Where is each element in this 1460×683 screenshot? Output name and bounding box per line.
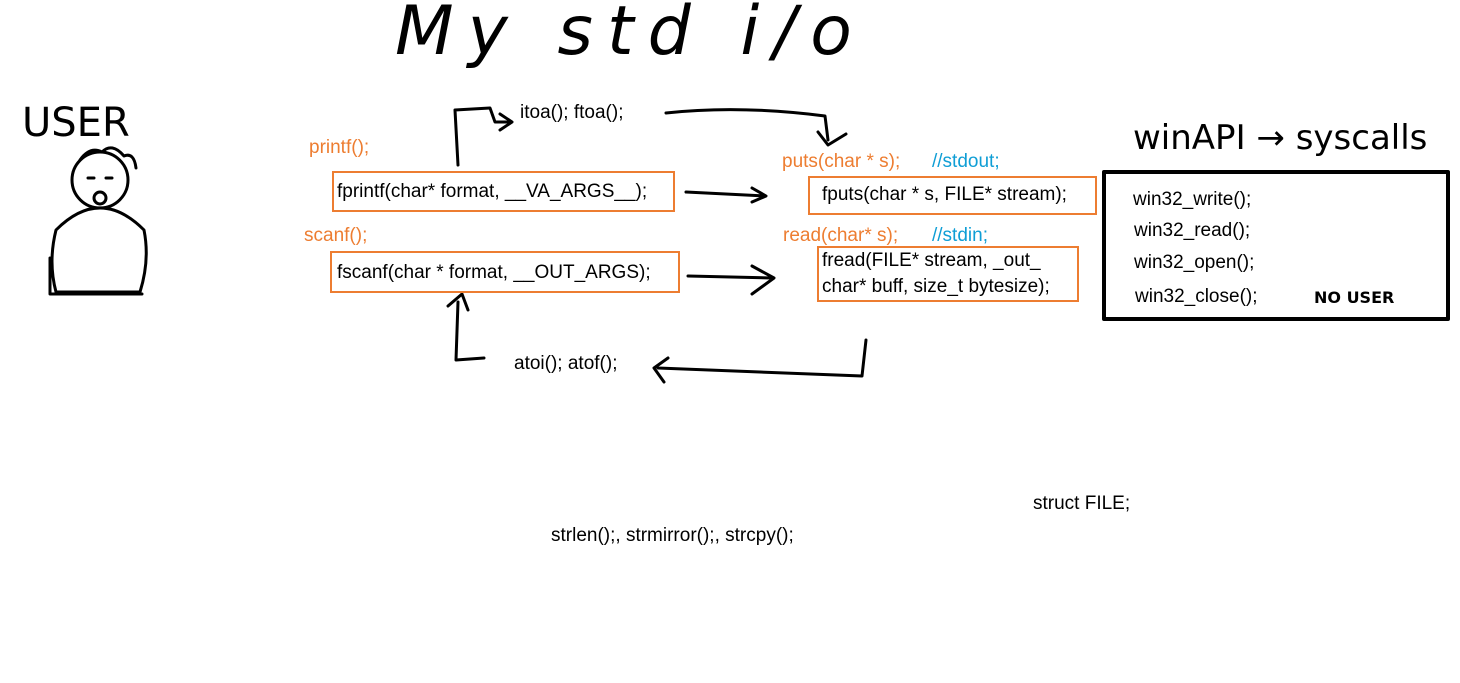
fscanf-text: fscanf(char * format, __OUT_ARGS); — [337, 262, 651, 283]
fread-box: fread(FILE* stream, _out_ char* buff, si… — [817, 246, 1079, 302]
fread-text-line2: char* buff, size_t bytesize); — [822, 276, 1050, 297]
puts-label: puts(char * s); — [782, 151, 901, 172]
win32-close-text: win32_close(); — [1135, 286, 1258, 307]
fputs-box: fputs(char * s, FILE* stream); — [808, 176, 1097, 215]
title-handwritten: My std i/o — [395, 0, 866, 71]
fputs-text: fputs(char * s, FILE* stream); — [822, 184, 1067, 205]
win32-read-text: win32_read(); — [1134, 220, 1251, 241]
arrow-fread-to-atoi — [652, 338, 868, 384]
fprintf-text: fprintf(char* format, __VA_ARGS__); — [337, 181, 648, 202]
winapi-label-handwritten: winAPI → syscalls — [1133, 118, 1428, 158]
fread-text-line1: fread(FILE* stream, _out_ — [822, 250, 1041, 271]
fscanf-box: fscanf(char * format, __OUT_ARGS); — [330, 251, 680, 293]
scanf-label: scanf(); — [304, 225, 368, 246]
printf-label: printf(); — [309, 137, 370, 158]
arrow-fprintf-to-fputs — [684, 186, 768, 204]
winapi-box-frame — [1102, 170, 1450, 321]
arrow-atoi-to-fscanf — [446, 292, 486, 362]
string-funcs-text: strlen();, strmirror();, strcpy(); — [551, 525, 794, 546]
win32-write-text: win32_write(); — [1133, 189, 1252, 210]
stdout-comment: //stdout; — [932, 151, 1000, 172]
itoa-ftoa-text: itoa(); ftoa(); — [520, 102, 624, 123]
fprintf-box: fprintf(char* format, __VA_ARGS__); — [332, 171, 675, 212]
arrow-fscanf-to-fread — [686, 264, 776, 296]
stdin-comment: //stdin; — [932, 225, 988, 246]
atoi-atof-text: atoi(); atof(); — [514, 353, 618, 374]
win32-open-text: win32_open(); — [1134, 252, 1255, 273]
arrow-itoa-to-puts — [664, 108, 848, 147]
read-label: read(char* s); — [783, 225, 899, 246]
user-label-handwritten: USER — [22, 100, 130, 146]
user-doodle-icon — [48, 146, 148, 296]
no-user-label-handwritten: NO USER — [1314, 288, 1395, 307]
struct-file-text: struct FILE; — [1033, 493, 1131, 514]
arrow-fprintf-to-itoa — [453, 106, 514, 167]
